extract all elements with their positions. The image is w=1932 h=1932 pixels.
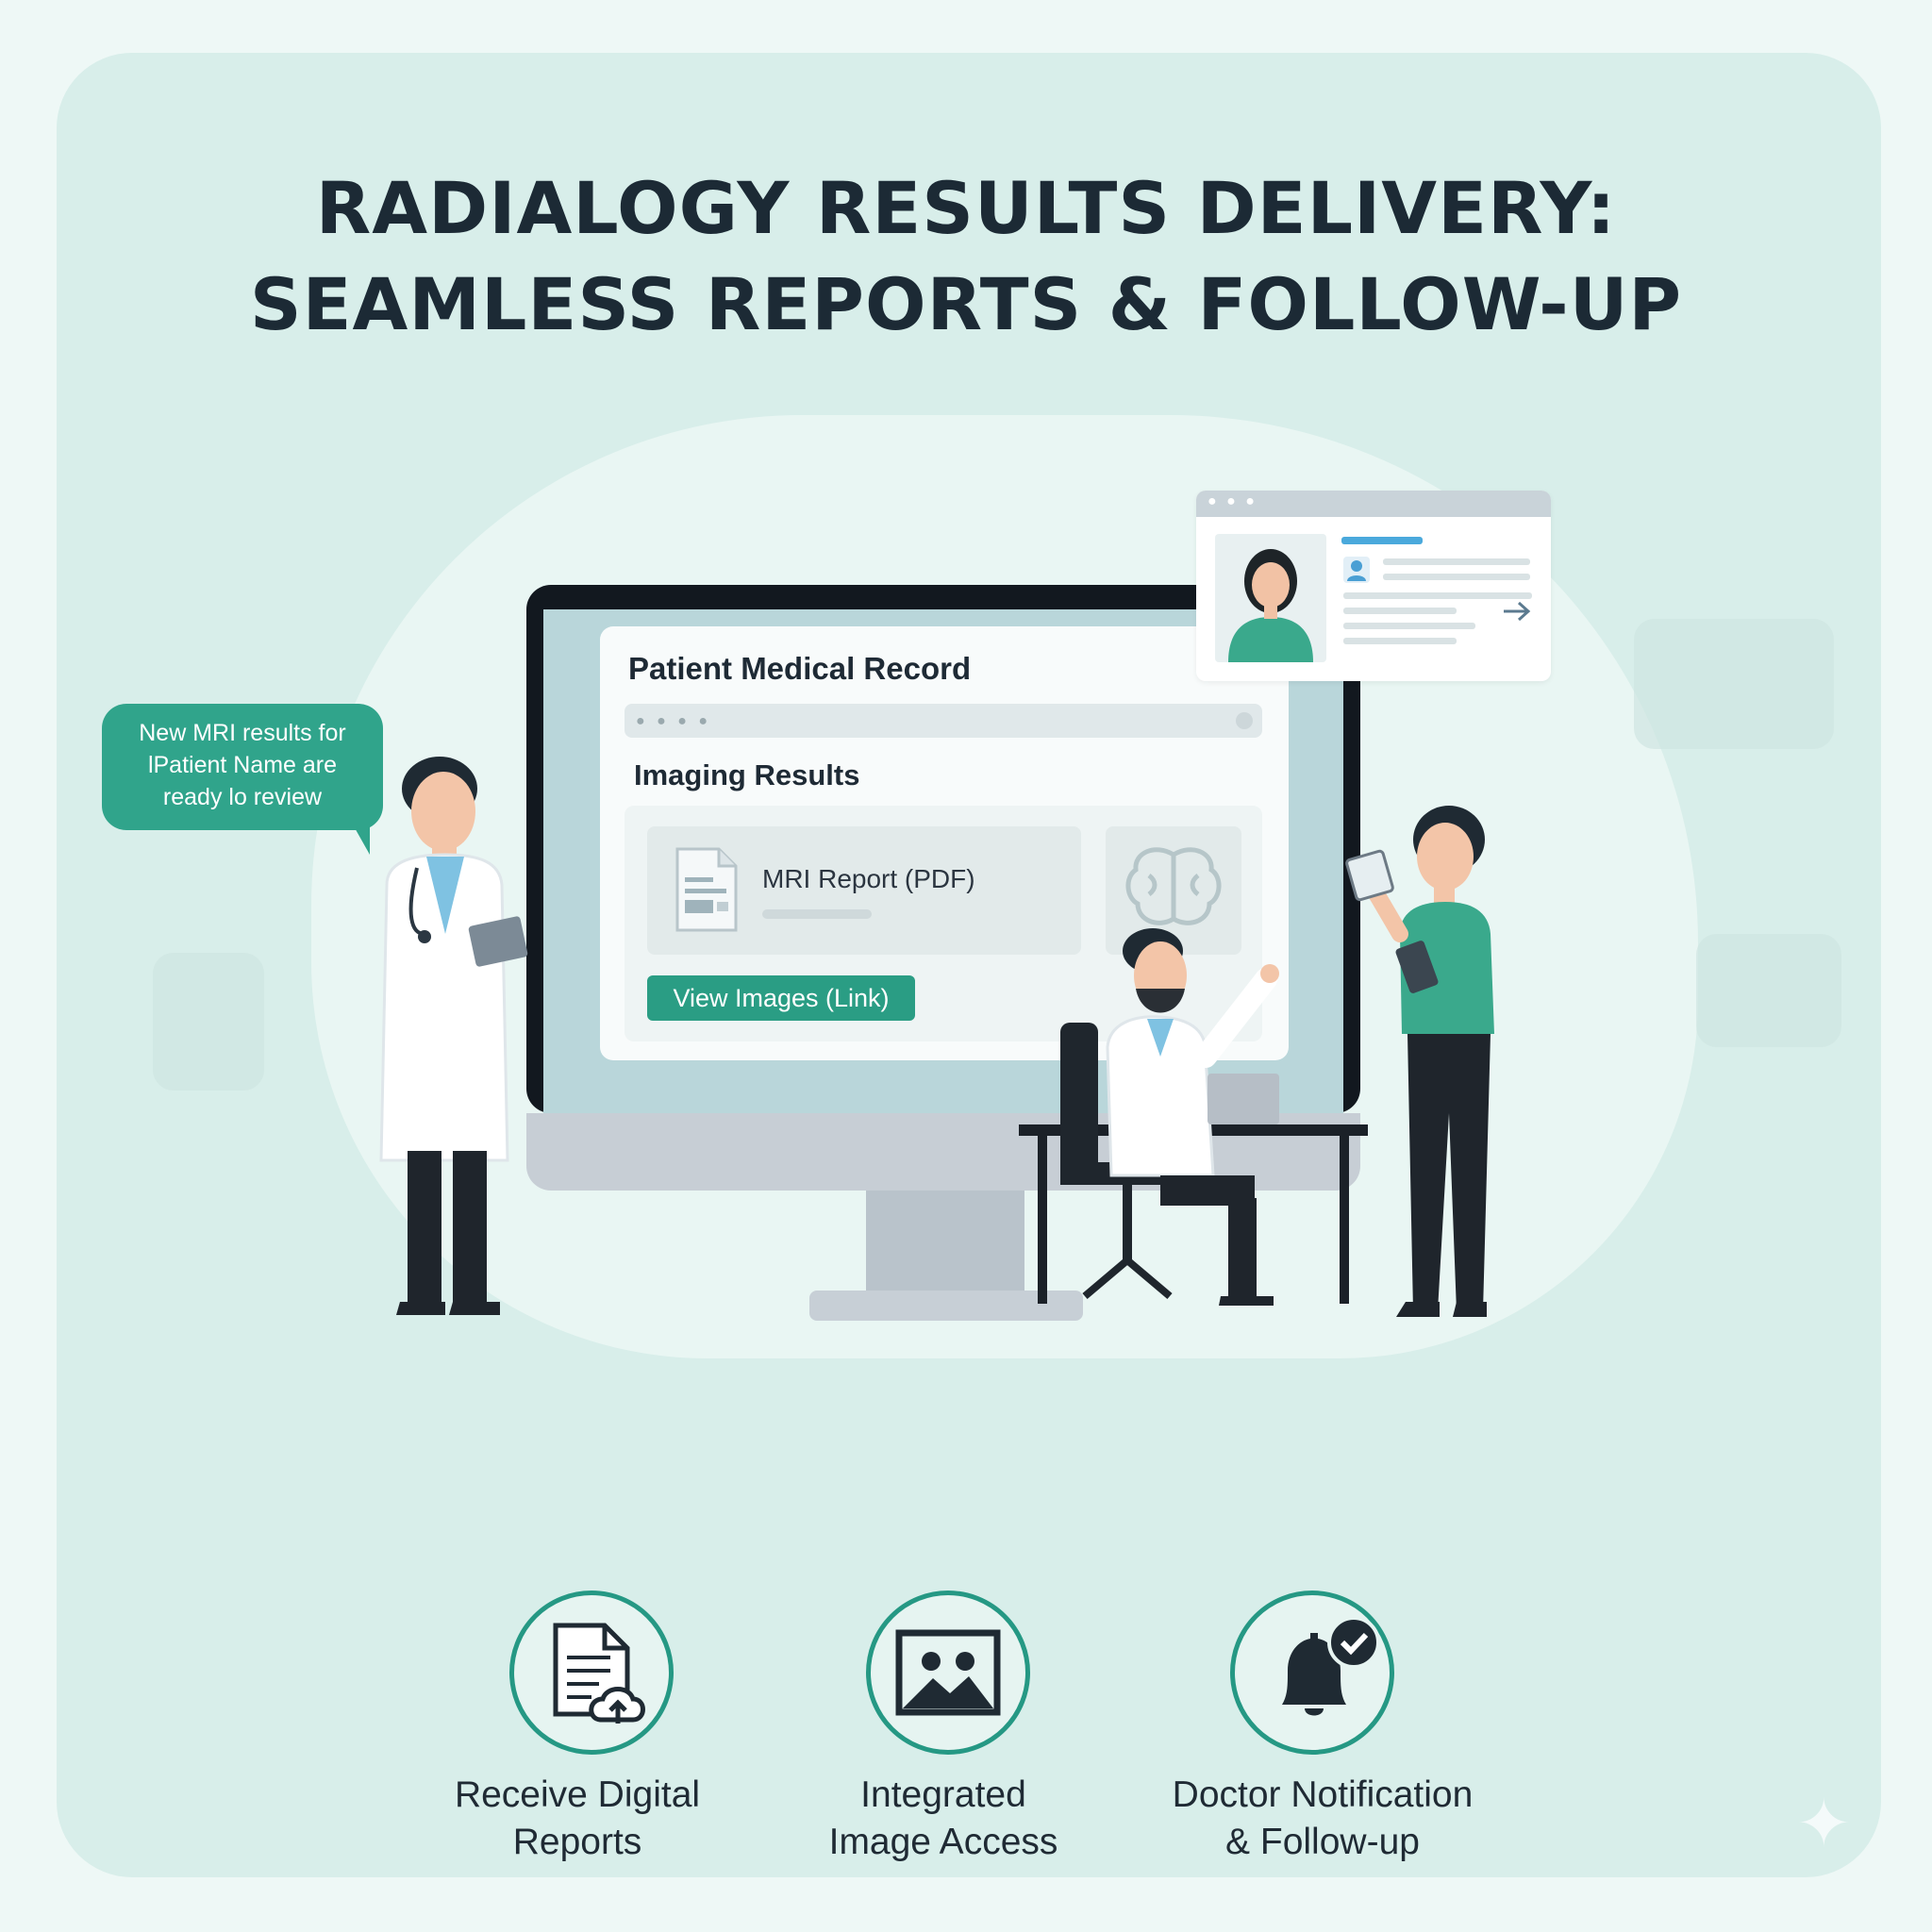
patient-avatar-icon bbox=[1228, 549, 1313, 662]
pdf-document-icon bbox=[675, 847, 738, 932]
document-upload-icon bbox=[553, 1623, 645, 1724]
popup-text-line bbox=[1383, 574, 1530, 580]
feature-notification-circle bbox=[1230, 1591, 1394, 1755]
popup-text-line bbox=[1383, 558, 1530, 565]
patient-photo bbox=[1215, 534, 1326, 662]
sparkle-icon: ✦ bbox=[1796, 1787, 1852, 1860]
record-title: Patient Medical Record bbox=[628, 651, 972, 686]
view-images-button[interactable]: View Images (Link) bbox=[647, 975, 915, 1021]
page-title: RADIALOGY RESULTS DELIVERY: SEAMLESS REP… bbox=[0, 160, 1932, 353]
feature-3-line-1: Doctor Notification bbox=[1172, 1774, 1474, 1815]
feature-1-line-2: Reports bbox=[512, 1822, 642, 1862]
bell-check-icon bbox=[1282, 1616, 1380, 1716]
popup-title-bar bbox=[1196, 491, 1551, 517]
feature-receive-reports-circle bbox=[509, 1591, 674, 1755]
brain-icon bbox=[1125, 847, 1222, 925]
search-icon bbox=[1236, 712, 1253, 729]
notification-bubble: New MRI results for lPatient Name are re… bbox=[102, 704, 383, 830]
imaging-results-heading: Imaging Results bbox=[634, 758, 860, 791]
monitor-base bbox=[809, 1291, 1083, 1321]
feature-image-access-circle bbox=[866, 1591, 1030, 1755]
image-icon bbox=[895, 1629, 1001, 1716]
bubble-line-2: lPatient Name are bbox=[147, 752, 338, 778]
brain-scan-thumbnail[interactable] bbox=[1106, 826, 1241, 955]
title-line-1: RADIALOGY RESULTS DELIVERY: bbox=[315, 166, 1617, 250]
feature-1-line-1: Receive Digital bbox=[454, 1774, 701, 1815]
window-controls-icon: ● ● ● bbox=[1208, 493, 1257, 509]
popup-text-line bbox=[1343, 608, 1457, 614]
feature-image-access-label: Integrated Image Access bbox=[745, 1772, 1141, 1866]
faded-brain-icon bbox=[1634, 619, 1834, 749]
feature-3-line-2: & Follow-up bbox=[1225, 1822, 1420, 1862]
feature-2-line-2: Image Access bbox=[828, 1822, 1058, 1862]
faded-folder-icon bbox=[153, 953, 264, 1091]
feature-notification-label: Doctor Notification & Follow-up bbox=[1124, 1772, 1521, 1866]
popup-text-line bbox=[1343, 592, 1532, 599]
popup-text-line bbox=[1343, 638, 1457, 644]
feature-receive-reports-label: Receive Digital Reports bbox=[379, 1772, 775, 1866]
record-search-bar[interactable]: ● ● ● ● bbox=[625, 704, 1262, 738]
popup-text-line bbox=[1343, 623, 1475, 629]
bubble-line-1: New MRI results for bbox=[139, 720, 346, 746]
seated-doctor-illustration bbox=[1019, 928, 1368, 1306]
monitor-stand bbox=[866, 1191, 1024, 1296]
title-line-2: SEAMLESS REPORTS & FOLLOW-UP bbox=[249, 262, 1683, 346]
mri-report-progress-bar bbox=[762, 909, 872, 919]
standing-doctor-illustration bbox=[379, 757, 528, 1315]
mri-report-label: MRI Report (PDF) bbox=[762, 864, 975, 893]
user-icon bbox=[1343, 557, 1370, 583]
arrow-right-icon[interactable] bbox=[1502, 600, 1532, 623]
bubble-line-3: ready lo review bbox=[162, 784, 323, 810]
faded-lock-icon bbox=[1696, 934, 1841, 1047]
feature-2-line-1: Integrated bbox=[860, 1774, 1026, 1815]
nurse-illustration bbox=[1345, 806, 1494, 1317]
popup-highlight-line bbox=[1341, 537, 1423, 544]
search-dots-icon: ● ● ● ● bbox=[636, 713, 711, 729]
bubble-tail bbox=[345, 811, 370, 855]
